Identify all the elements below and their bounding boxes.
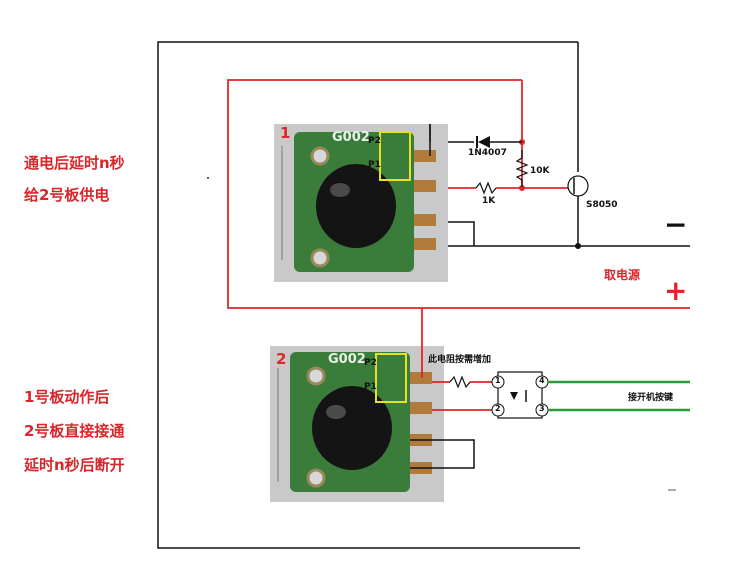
opto-led [510, 392, 518, 400]
board1-pad-2 [414, 180, 436, 192]
board-2 [270, 346, 444, 502]
opto-pin1-label: 1 [495, 376, 501, 385]
transistor-s8050 [567, 175, 589, 197]
board1-mount-hole-bottom [310, 248, 330, 268]
board1-pad-3 [414, 214, 436, 226]
board1-number: 1 [280, 124, 291, 142]
board2-number: 2 [276, 350, 287, 368]
button-label: 接开机按键 [628, 393, 674, 403]
board1-p2: P2 [368, 136, 381, 146]
board2-pad-1 [410, 372, 432, 384]
plus-sign: + [664, 274, 688, 307]
board-1 [274, 124, 448, 282]
resistor-1k [475, 181, 497, 195]
opto-pin4-label: 4 [539, 376, 545, 385]
transistor-label: S8050 [586, 200, 618, 210]
opto-resistor [449, 375, 471, 389]
power-label: 取电源 [604, 268, 641, 282]
board2-p2: P2 [364, 358, 377, 368]
opto-pin2-label: 2 [495, 404, 501, 413]
opto-body [497, 371, 543, 419]
resistor-10k [515, 150, 529, 188]
minus-sign: − [664, 208, 688, 241]
left-label-5: 延时n秒后断开 [24, 456, 125, 474]
board1-p1: P1 [368, 160, 381, 170]
left-label-3: 1号板动作后 [24, 388, 110, 406]
resistor-10k-label: 10K [530, 166, 550, 176]
board2-chip-blob [312, 386, 392, 470]
board2-pad-2 [410, 402, 432, 414]
optocoupler [491, 371, 549, 419]
board2-p1: P1 [364, 382, 377, 392]
opto-pin2-circle [491, 403, 505, 417]
left-label-4: 2号板直接接通 [24, 422, 125, 440]
left-label-1: 通电后延时n秒 [24, 154, 125, 172]
board2-mount-hole-bottom [306, 468, 326, 488]
board1-chip-blob [316, 164, 396, 248]
board1-pad-4 [414, 238, 436, 250]
board2-mount-hole-top [306, 366, 326, 386]
resistor-note: 此电阻按需增加 [428, 355, 492, 365]
left-label-2: 给2号板供电 [24, 186, 110, 204]
red-wire-loop [227, 79, 690, 309]
board2-ground-loop [410, 439, 475, 469]
board2-jumper-box [375, 353, 407, 403]
opto-pin3-label: 3 [539, 404, 545, 413]
board1-jumper-box [379, 131, 411, 181]
outer-black-wire [157, 41, 580, 549]
board2-marking: G002 [328, 352, 366, 367]
diode-label: 1N4007 [468, 148, 507, 158]
board2-chip-shine [326, 405, 346, 419]
stray-dot [207, 177, 209, 179]
opto-pin1-circle [491, 375, 505, 389]
board1-marking: G002 [332, 130, 370, 145]
board1-chip-shine [330, 183, 350, 197]
resistor-1k-label: 1K [482, 196, 496, 206]
board1-pad-1 [414, 150, 436, 162]
diode-symbol [478, 136, 490, 148]
board1-mount-hole-top [310, 146, 330, 166]
